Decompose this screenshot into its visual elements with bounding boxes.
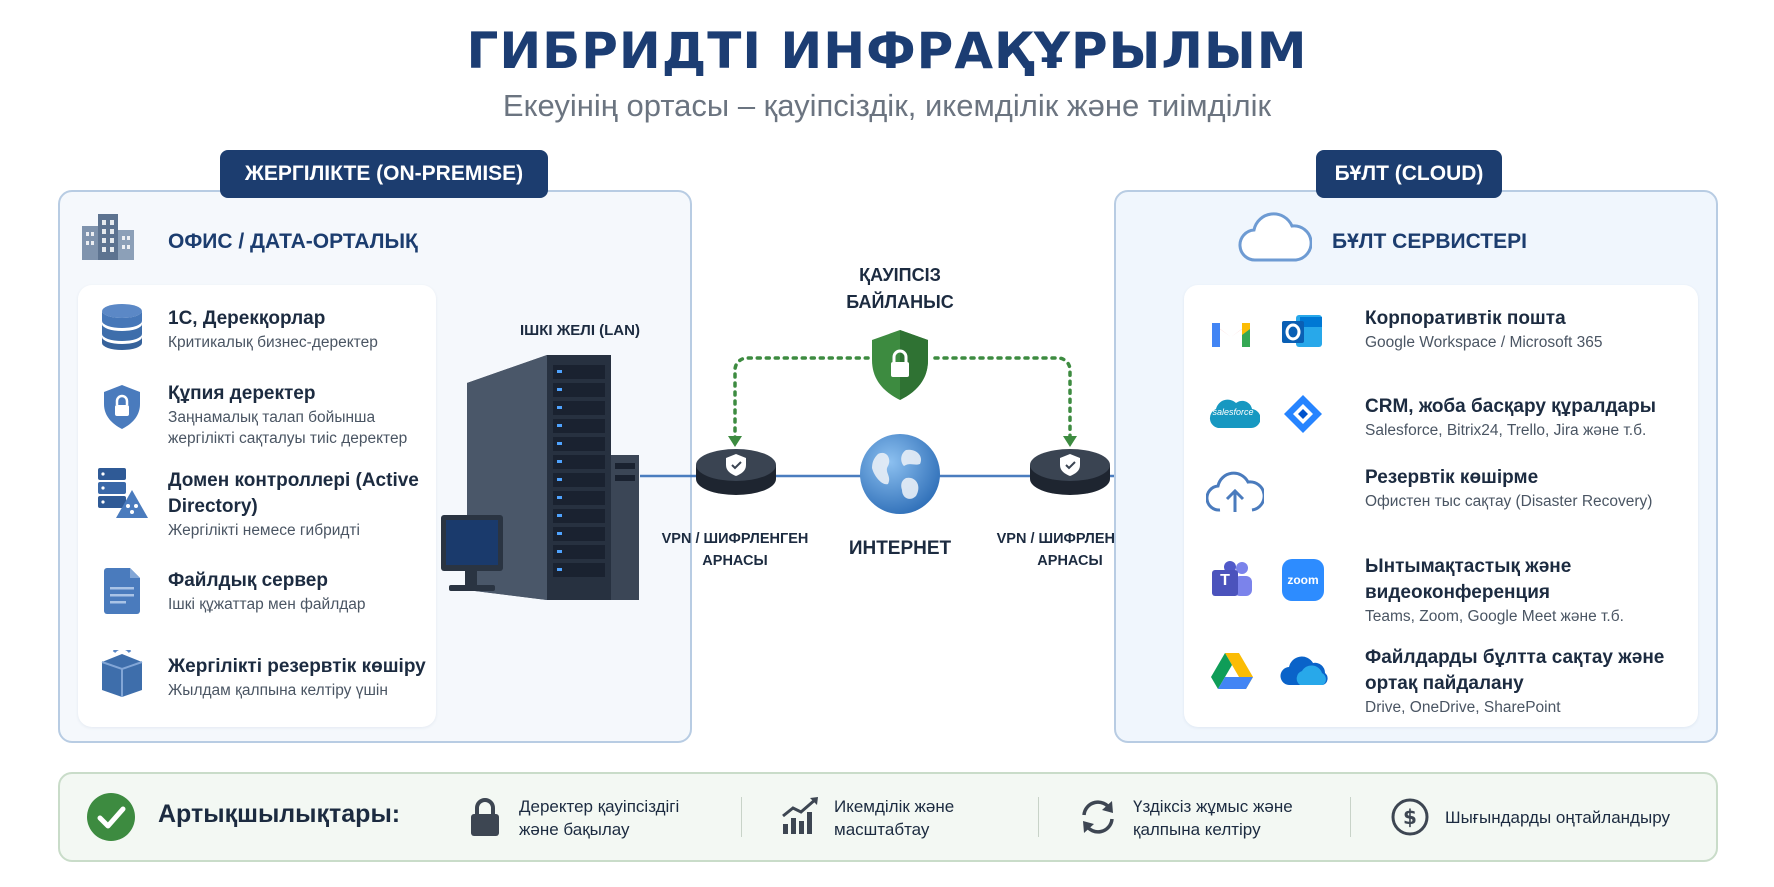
item-description: Teams, Zoom, Google Meet және т.б. — [1365, 608, 1624, 625]
item-title: Файлдық сервер — [168, 570, 328, 591]
vpn-left-label: VPN / ШИФРЛЕНГЕН АРНАСЫ — [661, 531, 809, 569]
gmail-icon — [1212, 323, 1250, 347]
advantages-heading: Артықшылықтары: — [158, 800, 401, 828]
advantage-item: Деректер қауіпсіздігі және бақылау — [519, 797, 680, 839]
secure-path-left — [733, 356, 870, 442]
svg-text:$: $ — [1403, 805, 1417, 829]
on-premise-pill: ЖЕРГІЛІКТЕ (ON-PREMISE) — [220, 150, 548, 198]
divider — [741, 797, 742, 837]
item-description: Жылдам қалпына келтіру үшін — [168, 682, 388, 699]
jira-icon — [1284, 395, 1322, 433]
vpn-router-icon — [696, 449, 776, 495]
lock-icon — [471, 798, 499, 836]
cloud-pill: БҰЛТ (CLOUD) — [1316, 150, 1502, 198]
globe-icon — [860, 434, 940, 514]
item-description: Критикалық бизнес-деректер — [168, 334, 378, 351]
file-server-icon — [104, 568, 140, 614]
backup-box-icon — [101, 650, 143, 697]
item-description: Ішкі құжаттар мен файлдар — [168, 596, 366, 613]
item-title: Домен контроллері (Active Directory) — [168, 470, 419, 517]
item-description: Офистен тыс сақтау (Disaster Recovery) — [1365, 493, 1653, 510]
list-item: Резервтік көшірме Офистен тыс сақтау (Di… — [1365, 465, 1695, 512]
office-building-icon — [82, 214, 134, 260]
vpn-router-icon — [1030, 449, 1110, 495]
item-description: Google Workspace / Microsoft 365 — [1365, 334, 1603, 351]
list-item: Ынтымақтастық және видеоконференция Team… — [1365, 554, 1695, 627]
list-item: CRM, жоба басқару құралдары Salesforce, … — [1365, 394, 1695, 441]
onedrive-icon — [1280, 656, 1328, 686]
zoom-icon: zoom — [1282, 559, 1324, 601]
cloud-card — [1184, 285, 1698, 727]
server-rack-icon — [441, 355, 639, 600]
salesforce-text: salesforce — [1212, 407, 1254, 417]
item-title: Корпоративтік пошта — [1365, 308, 1566, 329]
item-description: Salesforce, Bitrix24, Trello, Jira және … — [1365, 422, 1647, 439]
database-icon — [102, 304, 142, 350]
page-subtitle: Екеуінің ортасы – қауіпсіздік, икемділік… — [502, 88, 1272, 123]
teams-icon: T — [1208, 560, 1254, 600]
domain-controller-icon — [98, 468, 148, 518]
list-item: Файлдық сервер Ішкі құжаттар мен файлдар — [168, 568, 436, 615]
shield-lock-icon — [104, 385, 140, 429]
vpn-right-label: VPN / ШИФРЛЕНГЕН АРНАСЫ — [996, 531, 1144, 569]
salesforce-cloud-shape — [1209, 399, 1260, 429]
lan-label: ІШКІ ЖЕЛІ (LAN) — [520, 322, 640, 339]
advantage-item: Шығындарды оңтайландыру — [1445, 808, 1670, 827]
cloud-upload-icon — [1206, 471, 1264, 512]
office-heading: ОФИС / ДАТА-ОРТАЛЫҚ — [168, 230, 418, 253]
cloud-icon — [1238, 212, 1312, 262]
list-item: 1С, Дерекқорлар Критикалық бизнес-дерект… — [168, 306, 428, 353]
item-title: CRM, жоба басқару құралдары — [1365, 396, 1656, 417]
item-description: Drive, OneDrive, SharePoint — [1365, 699, 1561, 716]
advantage-item: Үздіксіз жұмыс және қалпына келтіру — [1133, 797, 1293, 839]
growth-chart-icon — [782, 797, 818, 834]
cloud-heading: БҰЛТ СЕРВИСТЕРІ — [1332, 230, 1527, 253]
sync-icon — [1082, 800, 1114, 834]
shield-lock-icon — [872, 330, 928, 400]
list-item: Құпия деректер Заңнамалық талап бойынша … — [168, 381, 436, 449]
item-title: Құпия деректер — [168, 383, 316, 404]
advantage-item: Икемділік және масштабтау — [834, 797, 955, 839]
teams-letter: T — [1220, 572, 1230, 589]
divider — [1350, 797, 1351, 837]
divider — [1038, 797, 1039, 837]
list-item: Корпоративтік пошта Google Workspace / M… — [1365, 306, 1695, 353]
secure-path-right — [933, 356, 1072, 442]
item-title: Файлдарды бұлтта сақтау және ортақ пайда… — [1365, 647, 1665, 694]
page-title: ГИБРИДТІ ИНФРАҚҰРЫЛЫМ — [466, 22, 1308, 80]
check-circle-icon — [87, 793, 135, 841]
internet-label: ИНТЕРНЕТ — [848, 538, 952, 559]
list-item: Домен контроллері (Active Directory) Жер… — [168, 468, 436, 541]
list-item: Файлдарды бұлтта сақтау және ортақ пайда… — [1365, 645, 1695, 718]
item-description: Жергілікті немесе гибридті — [168, 522, 360, 539]
google-drive-icon — [1211, 653, 1253, 689]
outlook-icon — [1282, 315, 1322, 347]
item-description: Заңнамалық талап бойынша жергілікті сақт… — [168, 409, 408, 447]
item-title: Резервтік көшірме — [1365, 467, 1539, 488]
item-title: 1С, Дерекқорлар — [168, 308, 326, 329]
item-title: Жергілікті резервтік көшіру — [168, 656, 426, 677]
salesforce-icon: salesforce — [1206, 394, 1260, 432]
list-item: Жергілікті резервтік көшіру Жылдам қалпы… — [168, 654, 436, 701]
secure-connection-label: ҚАУІПСІЗ БАЙЛАНЫС — [846, 265, 954, 312]
dollar-icon: $ — [1391, 798, 1429, 836]
item-title: Ынтымақтастық және видеоконференция — [1365, 556, 1572, 603]
teams-shape — [1212, 561, 1252, 596]
advantages-bar — [58, 772, 1718, 862]
